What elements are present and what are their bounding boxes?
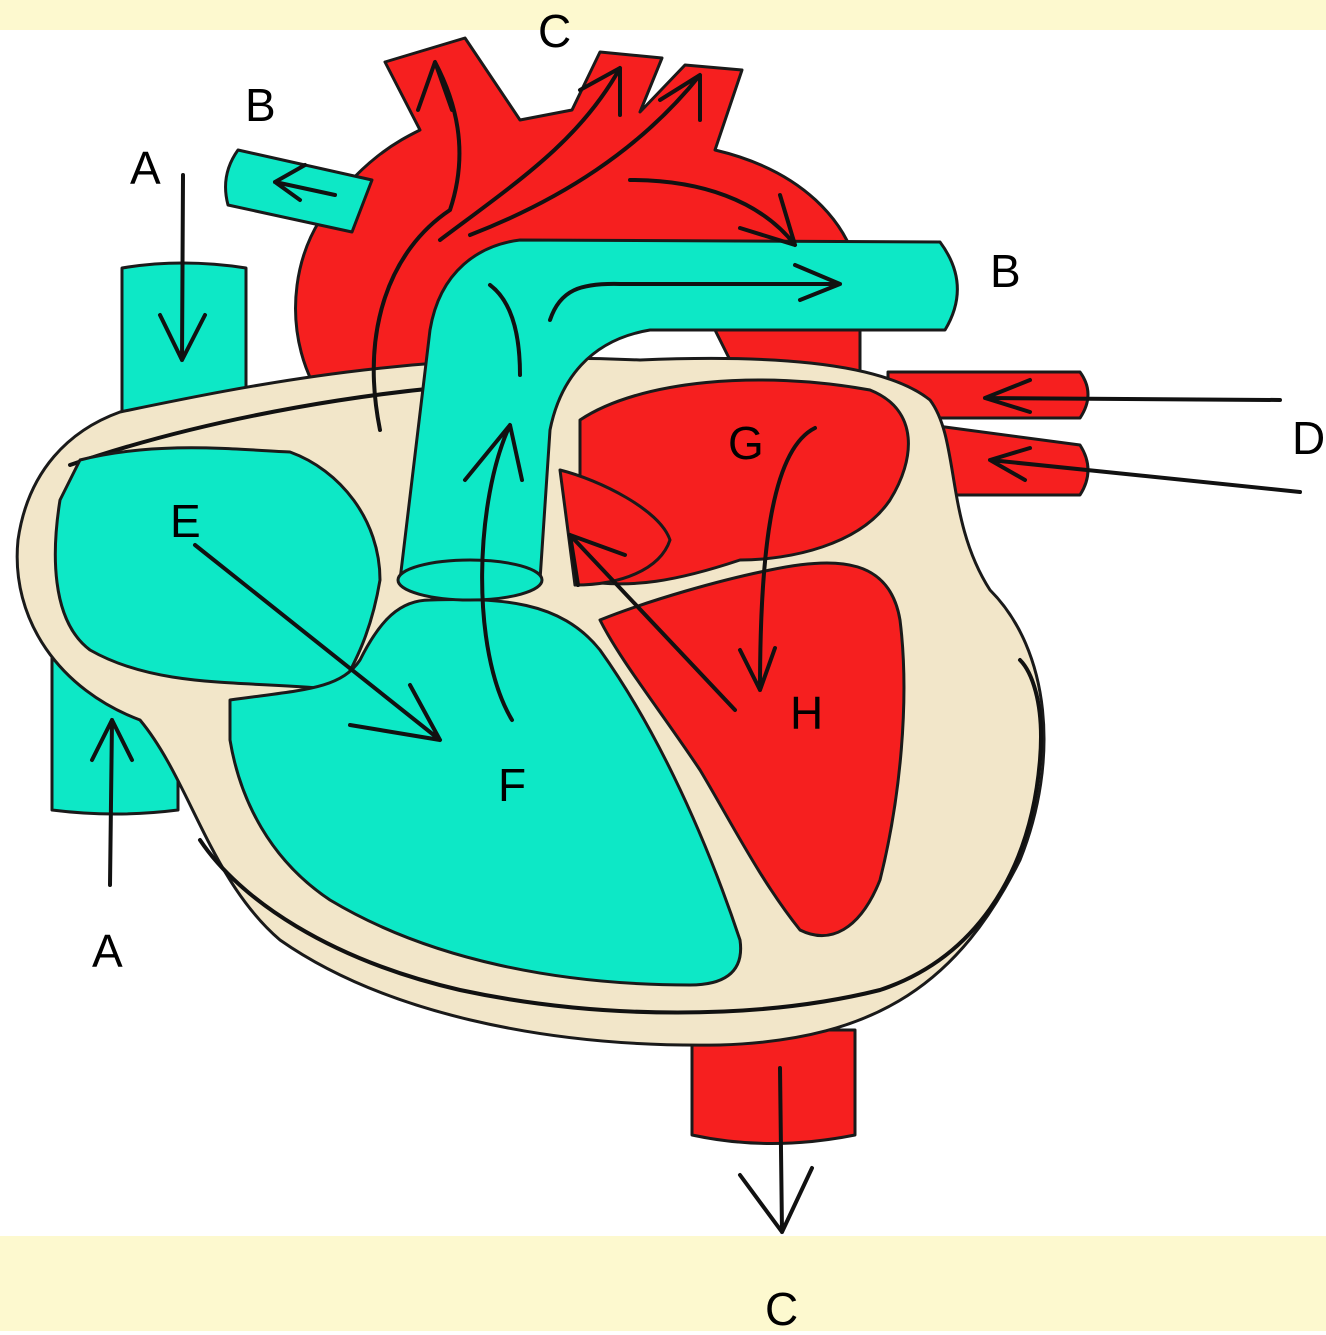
label-e: E xyxy=(170,498,201,544)
label-d: D xyxy=(1292,415,1325,461)
pulmonary-artery-left xyxy=(226,150,372,232)
label-g: G xyxy=(728,420,764,466)
label-b-left: B xyxy=(245,82,276,128)
label-c-bottom: C xyxy=(765,1286,798,1332)
label-a-bottom: A xyxy=(92,928,123,974)
label-h: H xyxy=(790,690,823,736)
pulmonary-valve xyxy=(398,560,542,600)
label-b-right: B xyxy=(990,248,1021,294)
label-f: F xyxy=(498,762,526,808)
label-c-top: C xyxy=(538,8,571,54)
label-a-top: A xyxy=(130,145,161,191)
descending-aorta xyxy=(692,1030,855,1144)
